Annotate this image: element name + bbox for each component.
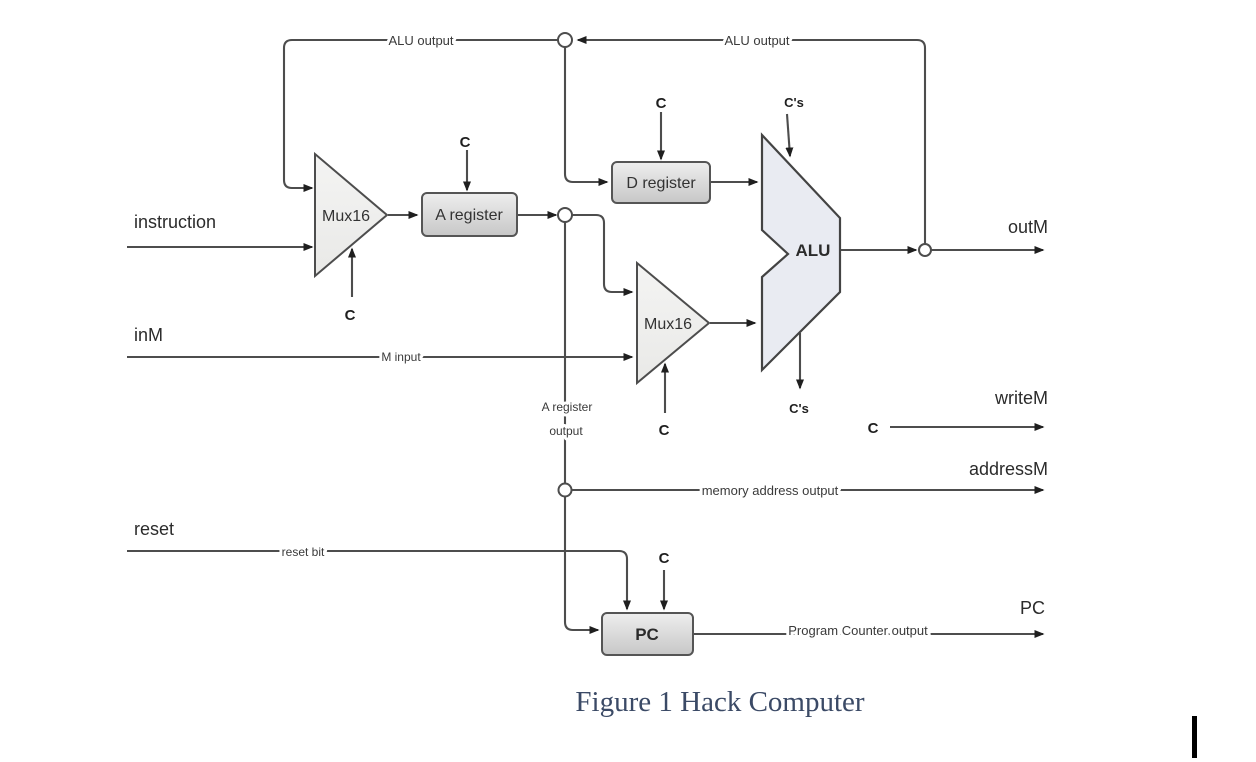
a-register-box	[421, 192, 518, 237]
pc-label: PC	[635, 625, 659, 644]
alu-label: ALU	[796, 241, 831, 260]
cs-label-alu-top: C's	[784, 95, 804, 110]
writem-label: writeM	[994, 388, 1048, 408]
alu-output-left-label: ALU output	[388, 33, 453, 48]
node-memory-address	[557, 482, 573, 498]
node-alu-feedback	[557, 32, 573, 48]
m-input-label: M input	[381, 350, 421, 364]
mux16-top-label: Mux16	[322, 208, 370, 225]
c-label-mux-bottom: C	[659, 422, 670, 439]
d-register-box	[611, 161, 711, 204]
memory-address-output-label: memory address output	[702, 483, 839, 498]
mux16-bottom-shape	[636, 260, 711, 386]
wire-alu-feedback-left	[282, 38, 558, 192]
wire-alu-to-d-register	[563, 47, 609, 186]
mux16-top-shape	[314, 151, 389, 279]
wire-alu-cs-in	[785, 113, 794, 158]
reset-bit-label: reset bit	[282, 545, 325, 559]
c-label-d-register: C	[656, 95, 667, 112]
alu-output-right-label: ALU output	[724, 33, 789, 48]
wire-alu-feedback-right	[576, 36, 927, 244]
instruction-label: instruction	[134, 212, 216, 232]
inm-label: inM	[134, 325, 163, 345]
pc-box	[601, 612, 694, 656]
text-cursor[interactable]	[1192, 716, 1197, 758]
c-label-writem: C	[868, 420, 879, 437]
alu-shape	[760, 132, 842, 373]
cs-label-alu-bottom: C's	[789, 401, 809, 416]
node-outm	[918, 243, 932, 257]
program-counter-output-label: Program Counter output	[788, 623, 928, 638]
wire-reset-bit	[127, 549, 631, 611]
wire-a-to-mux-bottom	[572, 213, 634, 296]
figure-caption: Figure 1 Hack Computer	[575, 686, 865, 718]
node-a-register-out	[557, 207, 573, 223]
addressm-label: addressM	[969, 459, 1048, 479]
outm-label: outM	[1008, 217, 1048, 237]
reset-label: reset	[134, 519, 174, 539]
a-register-output-label-line1: A register	[542, 400, 593, 414]
d-register-label: D register	[626, 175, 696, 192]
a-register-output-label-line2: output	[549, 424, 583, 438]
c-label-pc: C	[659, 550, 670, 567]
c-label-mux-top: C	[345, 307, 356, 324]
c-label-a-register: C	[460, 134, 471, 151]
pc-out-label: PC	[1020, 598, 1045, 618]
a-register-label: A register	[435, 207, 503, 224]
mux16-bottom-label: Mux16	[644, 316, 692, 333]
wire-a-register-to-pc	[563, 497, 600, 634]
